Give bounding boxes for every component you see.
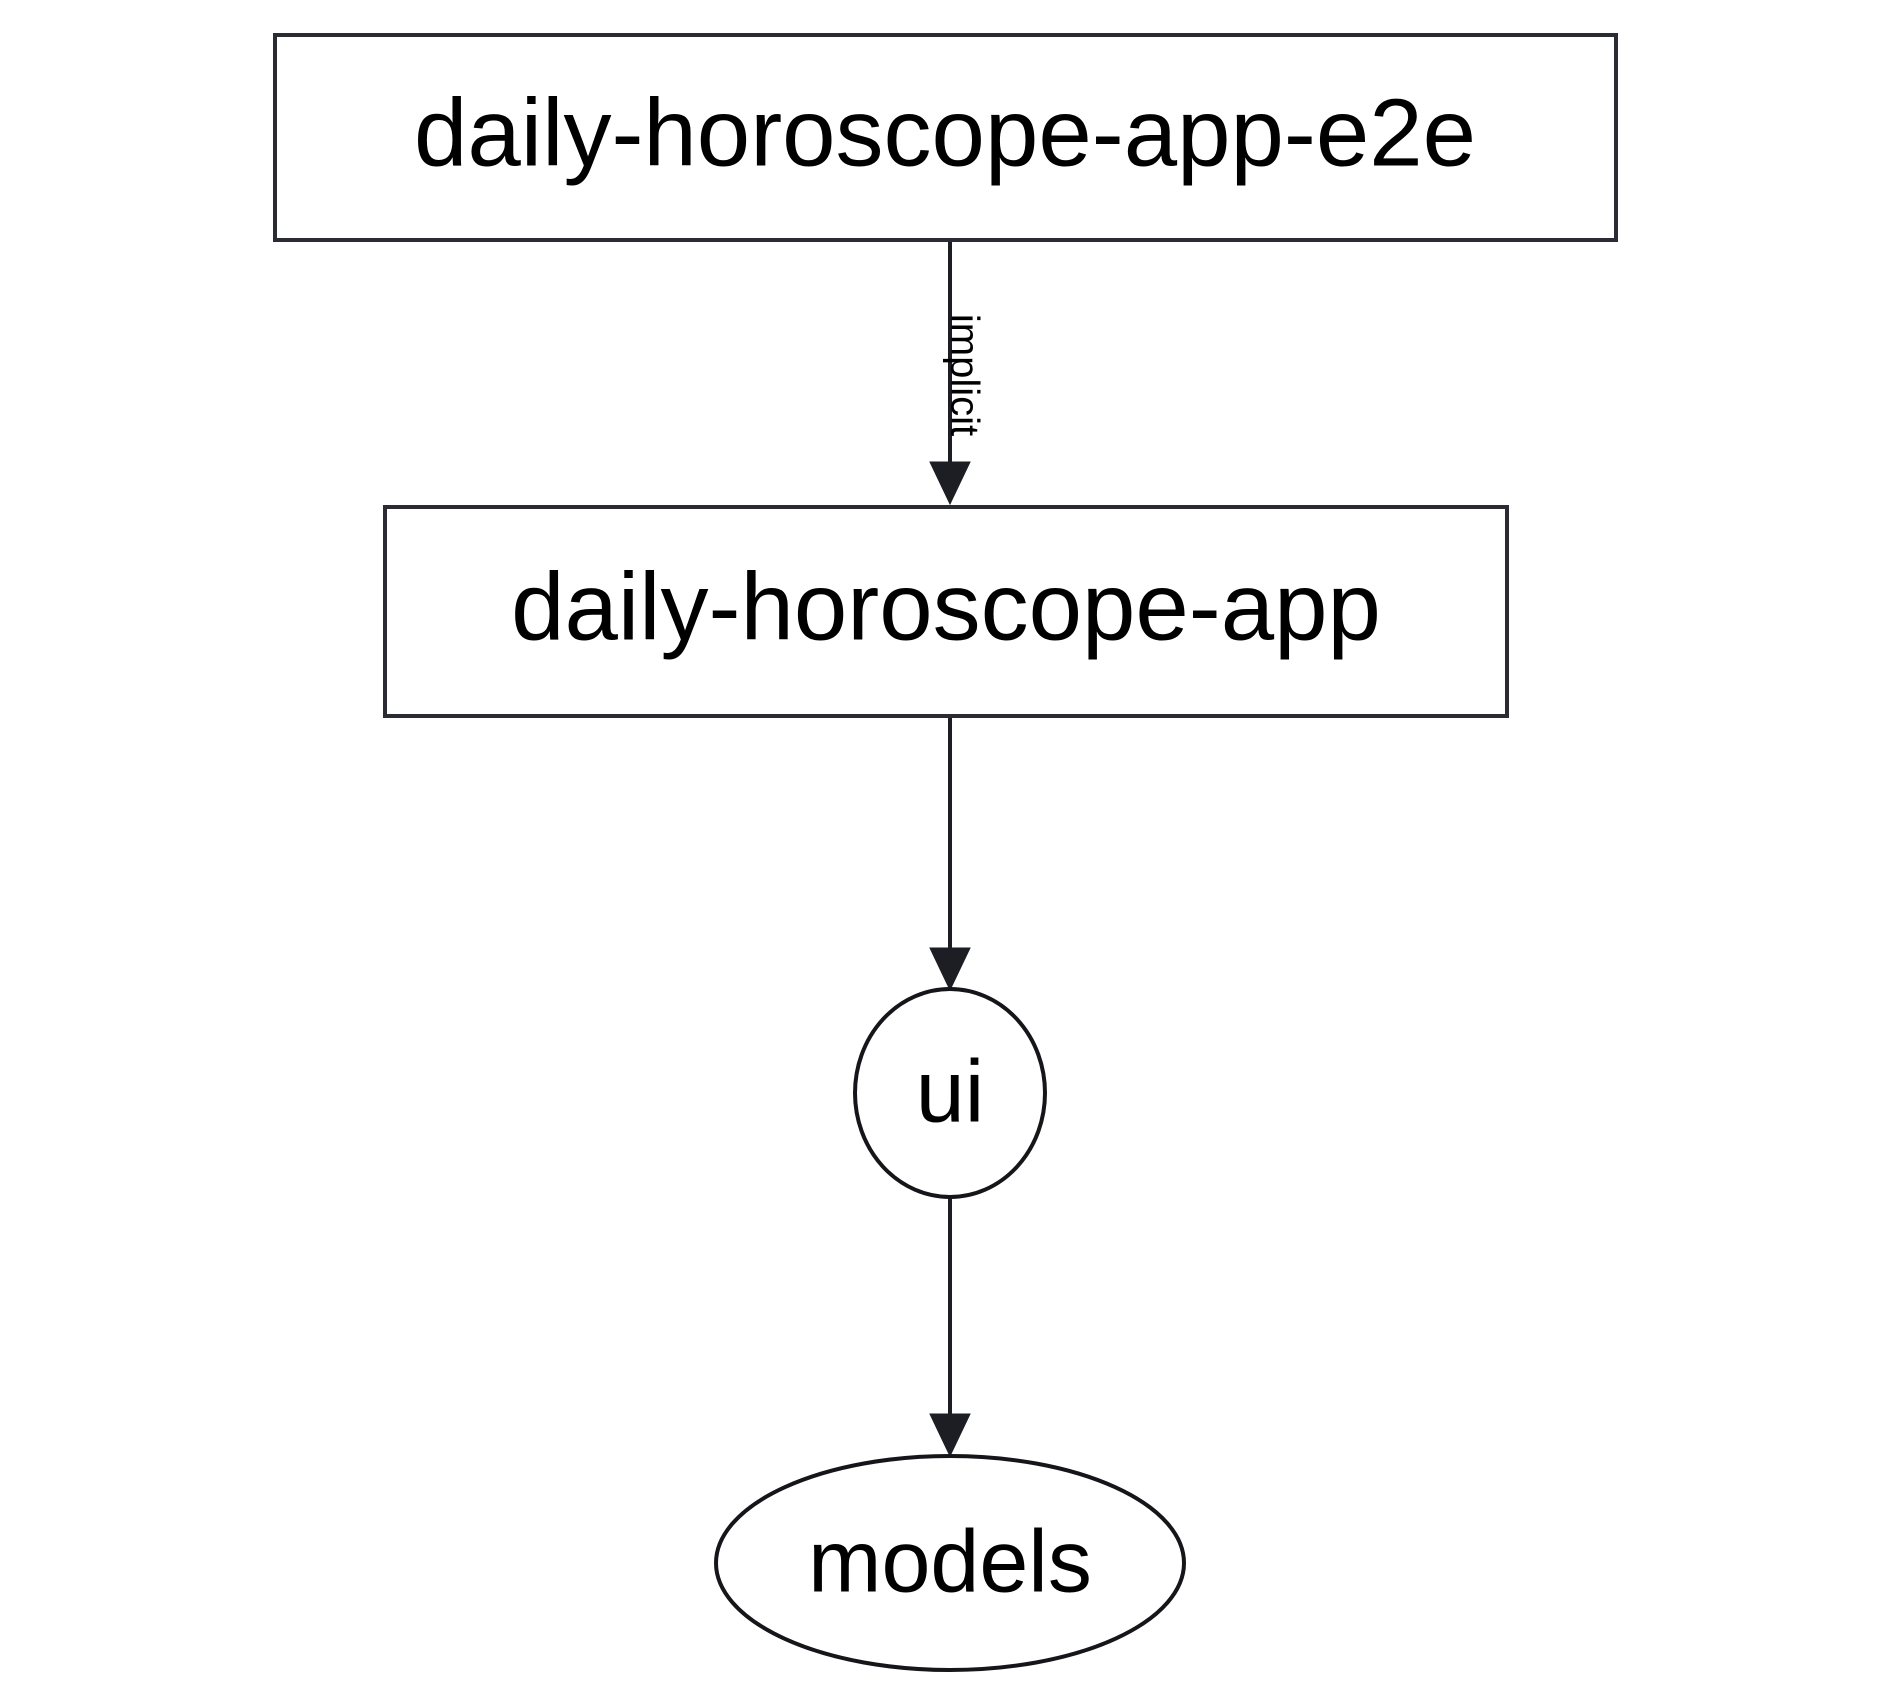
node-ui[interactable]: ui	[853, 987, 1047, 1199]
edge-ui-to-models	[929, 1197, 971, 1458]
node-label-e2e: daily-horoscope-app-e2e	[414, 79, 1476, 186]
arrowhead-icon	[929, 947, 971, 992]
arrowhead-icon	[929, 461, 971, 506]
arrowhead-icon	[929, 1413, 971, 1458]
node-label-app: daily-horoscope-app	[511, 553, 1381, 660]
node-label-models: models	[808, 1511, 1092, 1610]
node-rect-e2e[interactable]	[273, 33, 1618, 242]
node-ellipse-ui[interactable]	[853, 987, 1047, 1199]
edge-e2e-to-app: implicit	[929, 241, 986, 506]
node-models[interactable]: models	[714, 1454, 1186, 1672]
node-daily-horoscope-app[interactable]: daily-horoscope-app	[383, 505, 1509, 718]
node-rect-app[interactable]	[383, 505, 1509, 718]
node-daily-horoscope-app-e2e[interactable]: daily-horoscope-app-e2e	[273, 33, 1618, 242]
edge-app-to-ui	[929, 718, 971, 992]
edge-label-implicit: implicit	[942, 314, 986, 436]
node-ellipse-models[interactable]	[714, 1454, 1186, 1672]
node-label-ui: ui	[916, 1041, 985, 1140]
